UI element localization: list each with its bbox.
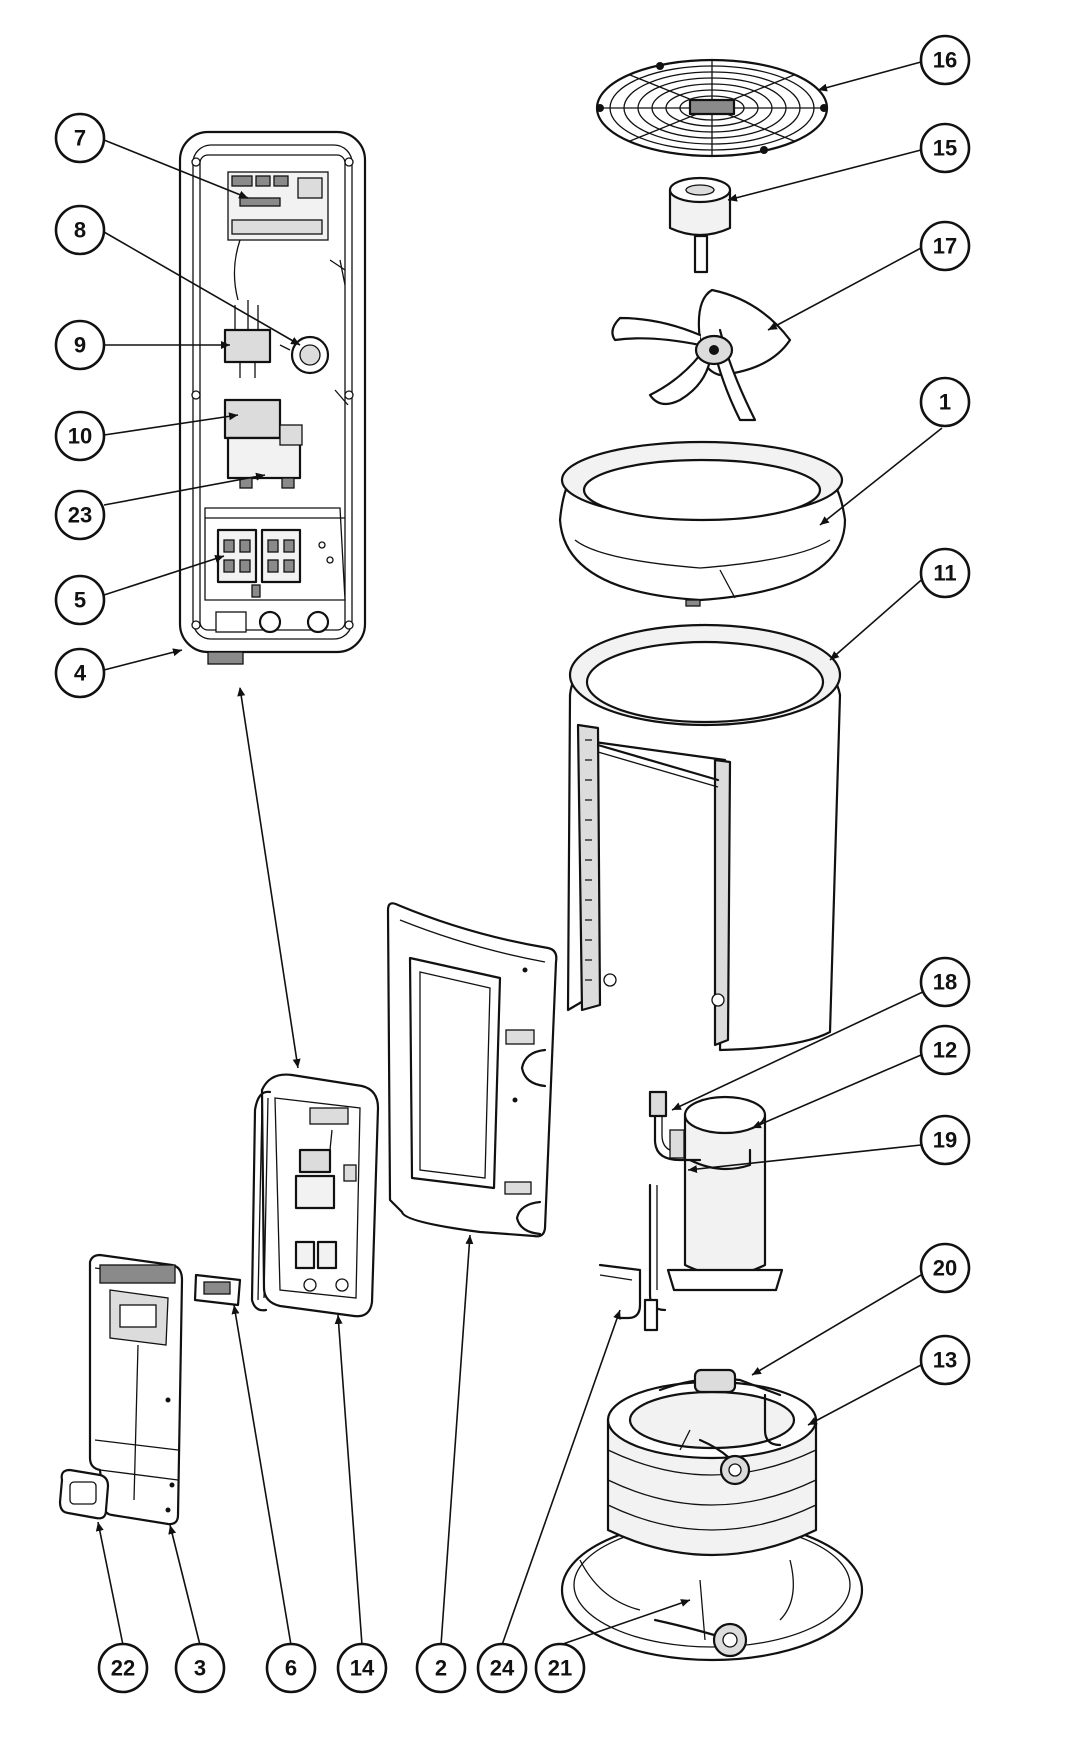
callout-4: 4 <box>54 647 106 699</box>
svg-text:14: 14 <box>350 1656 375 1681</box>
callout-12: 12 <box>919 1024 971 1076</box>
leader-lines <box>95 61 943 1646</box>
svg-text:10: 10 <box>68 424 92 449</box>
callout-21: 21 <box>534 1642 586 1694</box>
callout-8: 8 <box>54 204 106 256</box>
callout-2: 2 <box>415 1642 467 1694</box>
display-module <box>193 1273 242 1307</box>
svg-text:18: 18 <box>933 970 957 995</box>
compressor-assembly <box>598 1090 784 1332</box>
svg-text:4: 4 <box>74 661 87 686</box>
callout-13: 13 <box>919 1334 971 1386</box>
svg-text:17: 17 <box>933 234 957 259</box>
callout-23: 23 <box>54 489 106 541</box>
svg-text:3: 3 <box>194 1656 206 1681</box>
callout-19: 19 <box>919 1114 971 1166</box>
callout-1: 1 <box>919 376 971 428</box>
control-box-panel <box>178 130 367 665</box>
front-door-bezel <box>88 1253 184 1526</box>
svg-text:23: 23 <box>68 503 92 528</box>
svg-text:8: 8 <box>74 218 86 243</box>
fan-blade <box>611 288 792 422</box>
callout-20: 20 <box>919 1242 971 1294</box>
callout-24: 24 <box>476 1642 528 1694</box>
callouts: 16 15 17 1 11 18 12 19 20 13 7 8 9 10 23… <box>54 34 971 1694</box>
svg-text:2: 2 <box>435 1656 447 1681</box>
cabinet-wrap <box>566 623 842 1052</box>
callout-16: 16 <box>919 34 971 86</box>
callout-10: 10 <box>54 410 106 462</box>
svg-text:19: 19 <box>933 1128 957 1153</box>
callout-22: 22 <box>97 1642 149 1694</box>
svg-text:20: 20 <box>933 1256 957 1281</box>
svg-text:24: 24 <box>490 1656 515 1681</box>
svg-text:16: 16 <box>933 48 957 73</box>
callout-15: 15 <box>919 122 971 174</box>
callout-18: 18 <box>919 956 971 1008</box>
callout-6: 6 <box>265 1642 317 1694</box>
pressure-switch <box>279 335 330 375</box>
access-panel-assembly <box>250 1073 380 1318</box>
front-side-panel <box>386 902 558 1238</box>
top-cover <box>558 440 847 607</box>
contactor-panel <box>204 507 346 601</box>
svg-text:5: 5 <box>74 588 86 613</box>
callout-14: 14 <box>336 1642 388 1694</box>
svg-text:7: 7 <box>74 126 86 151</box>
fan-motor <box>668 176 732 274</box>
svg-text:9: 9 <box>74 333 86 358</box>
callout-11: 11 <box>919 547 971 599</box>
callout-5: 5 <box>54 574 106 626</box>
fan-guard <box>595 58 829 158</box>
svg-text:21: 21 <box>548 1656 572 1681</box>
callout-9: 9 <box>54 319 106 371</box>
svg-text:22: 22 <box>111 1656 135 1681</box>
svg-text:6: 6 <box>285 1656 297 1681</box>
callout-3: 3 <box>174 1642 226 1694</box>
svg-text:11: 11 <box>933 561 956 586</box>
control-board <box>227 171 329 241</box>
svg-text:1: 1 <box>939 390 951 415</box>
callout-7: 7 <box>54 112 106 164</box>
base-heat-exchanger <box>560 1368 864 1662</box>
svg-text:13: 13 <box>933 1348 957 1373</box>
callout-17: 17 <box>919 220 971 272</box>
svg-text:12: 12 <box>933 1038 957 1063</box>
svg-text:15: 15 <box>933 136 957 161</box>
gasket <box>58 1468 110 1520</box>
